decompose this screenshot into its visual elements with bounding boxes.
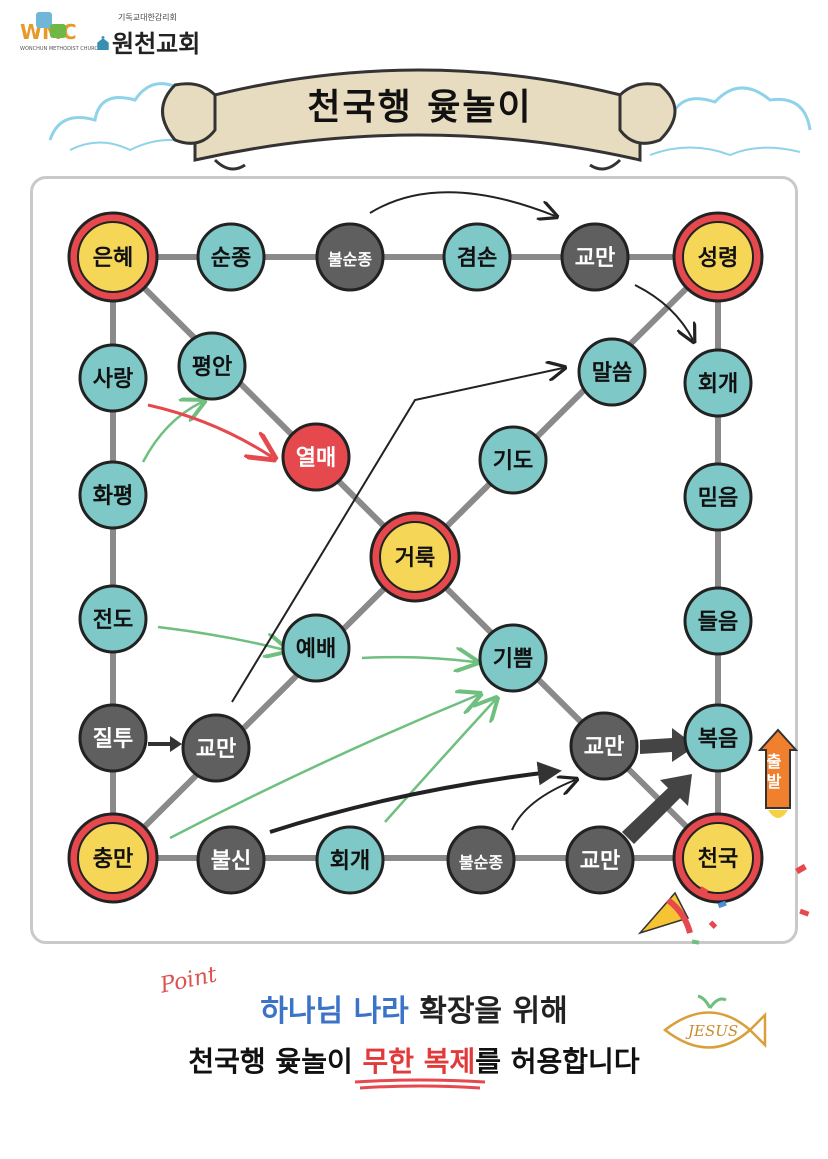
board-node-eunhye: 은혜 xyxy=(67,211,159,303)
board-node-cheonguk: 천국 xyxy=(672,812,764,904)
church-icon xyxy=(97,36,109,50)
board-node-label: 열매 xyxy=(296,446,336,471)
board-node-label: 교만 xyxy=(580,849,620,874)
board-node-gyoman_top: 교만 xyxy=(560,222,630,292)
board-node-label: 순종 xyxy=(211,246,251,271)
jesus-fish-icon: JESUS xyxy=(662,994,767,1049)
green-arrows xyxy=(141,402,495,840)
church-name: 원천교회 xyxy=(112,30,201,58)
caption-line-1: 하나님 나라 확장을 위해 xyxy=(0,986,828,1030)
board-node-label: 복음 xyxy=(698,727,738,752)
board-node-georuk: 거룩 xyxy=(369,511,461,603)
caption-highlight-kingdom: 하나님 나라 xyxy=(260,994,409,1029)
board-node-label: 들음 xyxy=(698,610,738,635)
board-node-label: 교만 xyxy=(584,735,624,760)
board-node-mideum: 믿음 xyxy=(683,462,753,532)
board-node-hwapyeong: 화평 xyxy=(78,460,148,530)
jesus-fish-text: JESUS xyxy=(685,1022,738,1040)
board-node-hoegae_right: 회개 xyxy=(683,348,753,418)
thick-arrows xyxy=(148,728,696,844)
confetti-icon xyxy=(795,863,810,917)
board-node-gido: 기도 xyxy=(478,425,548,495)
board-node-label: 천국 xyxy=(698,847,738,872)
board-node-label: 은혜 xyxy=(93,246,133,271)
board-node-label: 평안 xyxy=(192,355,232,380)
caption-underline xyxy=(354,1078,486,1090)
denomination-label: 기독교대한감리회 xyxy=(118,13,177,22)
board-node-pyeongan: 평안 xyxy=(177,331,247,401)
party-horn-icon xyxy=(637,886,727,945)
black-arrows xyxy=(231,191,693,834)
board-node-gyoman_mid_right: 교만 xyxy=(569,711,639,781)
logo-english: WONCHUN METHODIST CHURCH xyxy=(20,46,102,52)
start-rocket-icon xyxy=(757,728,799,818)
board-node-label: 기도 xyxy=(493,449,533,474)
board-node-label: 회개 xyxy=(698,372,738,397)
board-node-seongnyeong: 성령 xyxy=(672,211,764,303)
caption-line1-rest: 확장을 위해 xyxy=(408,994,568,1029)
board-node-bulsunjong_bottom: 불순종 xyxy=(446,825,516,895)
board-node-label: 교만 xyxy=(575,246,615,271)
caption-highlight-copy: 무한 복제 xyxy=(362,1045,476,1078)
board-node-label: 말씀 xyxy=(592,361,632,386)
board-node-label: 불순종 xyxy=(459,853,503,872)
board-node-bulsunjong_top: 불순종 xyxy=(315,222,385,292)
board-node-label: 불순종 xyxy=(328,250,372,269)
board-node-gyeomson: 겸손 xyxy=(442,222,512,292)
board-node-label: 겸손 xyxy=(457,246,497,271)
board-node-malsseum: 말씀 xyxy=(577,337,647,407)
board-node-bulsin: 불신 xyxy=(196,825,266,895)
board-node-hoegae_bottom: 회개 xyxy=(315,825,385,895)
board-node-label: 질투 xyxy=(93,727,133,752)
board-node-jeondo: 전도 xyxy=(78,584,148,654)
board-node-label: 충만 xyxy=(93,847,133,872)
caption-line2-end: 를 허용합니다 xyxy=(475,1045,640,1078)
board-node-sunjong: 순종 xyxy=(196,222,266,292)
board-node-gyoman_mid_left: 교만 xyxy=(181,713,251,783)
board-node-sarang: 사랑 xyxy=(78,343,148,413)
board-node-label: 회개 xyxy=(330,849,370,874)
board-node-jiltu: 질투 xyxy=(78,703,148,773)
board-node-label: 믿음 xyxy=(698,486,738,511)
board-node-label: 교만 xyxy=(196,737,236,762)
red-arrow xyxy=(147,403,272,457)
board-node-label: 거룩 xyxy=(395,546,435,571)
wmc-logo-mark: WMC WONCHUN METHODIST CHURCH xyxy=(20,12,102,52)
board-node-label: 화평 xyxy=(93,484,133,509)
start-label: 출 발 xyxy=(766,752,782,791)
board-node-bogeum: 복음 xyxy=(683,703,753,773)
board-node-gippeum: 기쁨 xyxy=(478,623,548,693)
title-banner xyxy=(161,68,677,171)
board-node-chungman: 충만 xyxy=(67,812,159,904)
board-node-label: 성령 xyxy=(698,246,738,271)
board-node-deureum: 들음 xyxy=(683,586,753,656)
caption-line-2: 천국행 윷놀이 무한 복제를 허용합니다 xyxy=(0,1040,828,1080)
board-node-label: 기쁨 xyxy=(493,647,533,672)
board-node-label: 예배 xyxy=(296,637,336,662)
board-node-yeolmae: 열매 xyxy=(281,422,351,492)
board-node-yebae: 예배 xyxy=(281,613,351,683)
board-node-label: 사랑 xyxy=(93,367,133,392)
caption-line2-start: 천국행 윷놀이 xyxy=(188,1045,363,1078)
board-node-label: 불신 xyxy=(211,849,251,874)
board-node-label: 전도 xyxy=(93,608,133,633)
church-logo: WMC WONCHUN METHODIST CHURCH 기독교대한감리회 원천… xyxy=(20,12,200,58)
board-title: 천국행 윷놀이 xyxy=(307,87,533,128)
board-node-gyoman_bottom: 교만 xyxy=(565,825,635,895)
